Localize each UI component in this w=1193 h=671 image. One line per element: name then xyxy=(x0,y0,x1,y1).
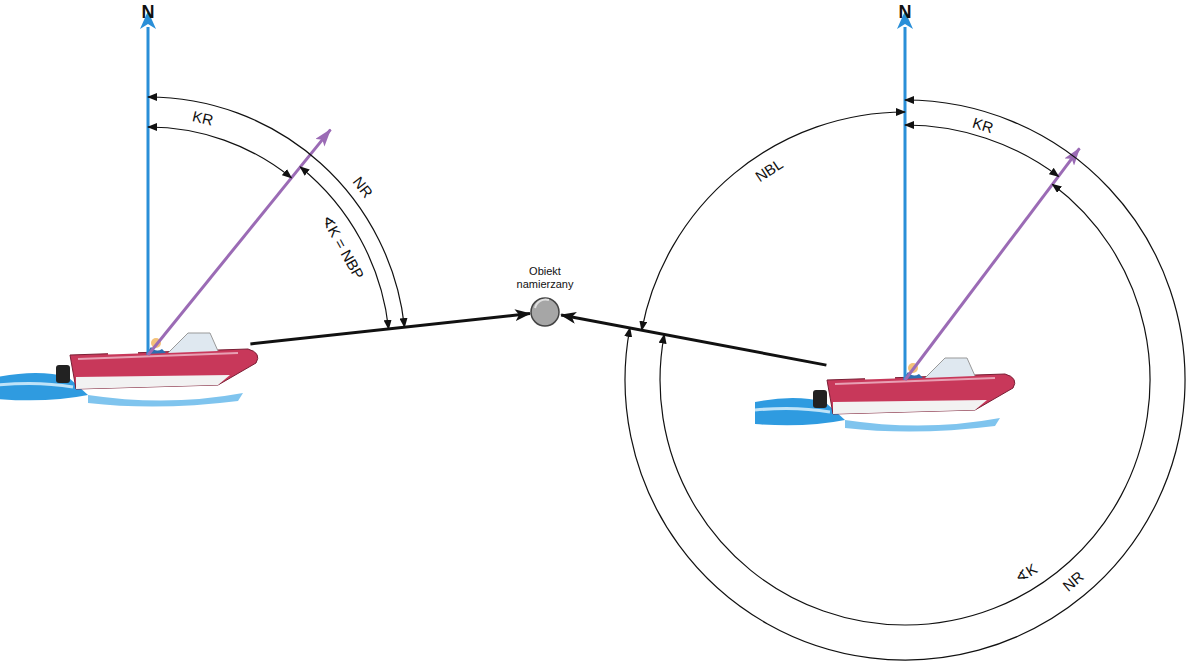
angle-label: NBL xyxy=(753,156,786,184)
object-circle xyxy=(529,296,561,328)
north-label: N xyxy=(142,3,155,21)
north-label: N xyxy=(899,3,912,21)
angle-label: NR xyxy=(1060,568,1086,593)
angle-label: KR xyxy=(971,115,995,135)
angle-label: ∢K = NBP xyxy=(319,213,366,282)
angle-label: KR xyxy=(191,108,215,127)
angle-label: NR xyxy=(350,174,375,200)
target-object: Obiekt namierzany xyxy=(505,265,585,328)
angle-label: ∢K xyxy=(1012,561,1039,586)
object-label: Obiekt namierzany xyxy=(505,265,585,291)
